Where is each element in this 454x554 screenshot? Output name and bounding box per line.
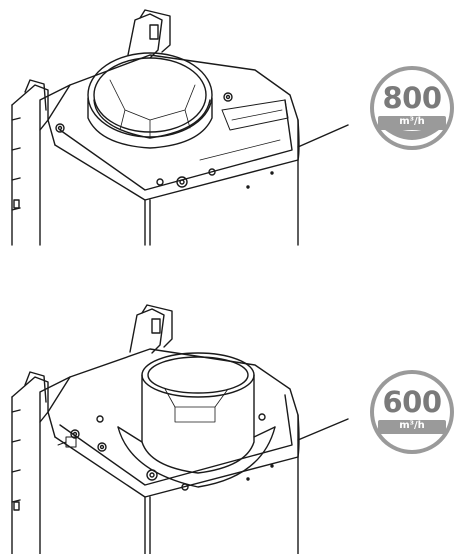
hood-panel-800: 800 m³/h (11, 9, 454, 246)
airflow-badge-icon (370, 66, 454, 150)
airflow-value: 800 (382, 81, 442, 115)
hood-unit-illustration-icon (11, 9, 349, 246)
hood-panel-600: 600 m³/h (0, 277, 454, 554)
hood-unit-illustration-icon (11, 304, 349, 554)
airflow-unit: m³/h (399, 116, 425, 127)
airflow-unit: m³/h (399, 420, 425, 431)
airflow-badge-icon (370, 370, 454, 454)
airflow-badge-600: 600 m³/h (368, 368, 454, 456)
airflow-badge-800: 800 m³/h (368, 64, 454, 152)
airflow-value: 600 (382, 385, 442, 419)
